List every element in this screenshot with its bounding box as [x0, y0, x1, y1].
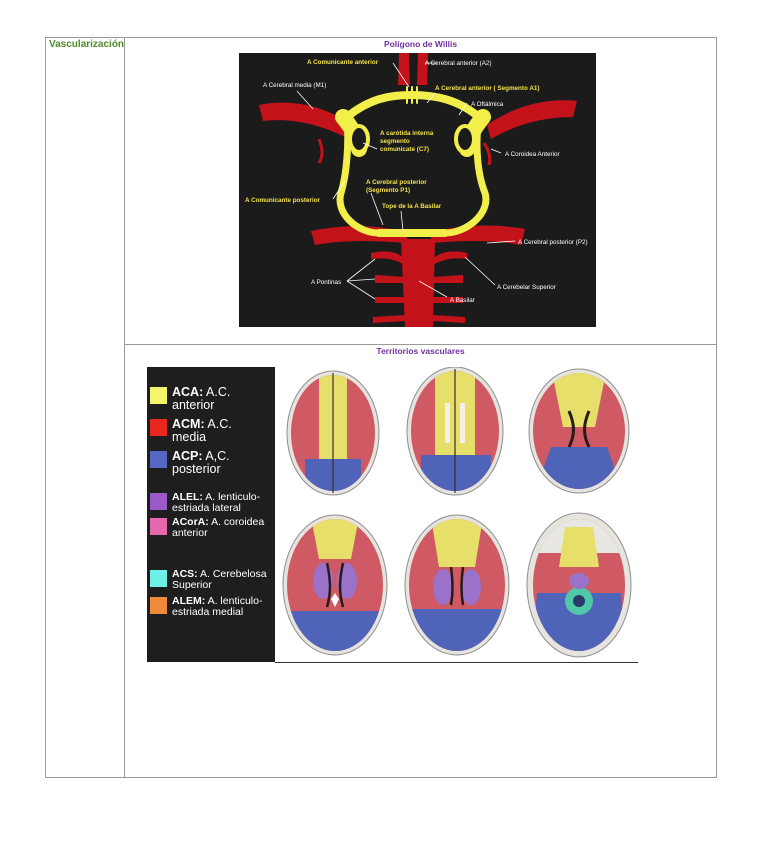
- willis-yellow-vessels: [335, 86, 491, 237]
- row-label: Vascularización: [49, 39, 125, 50]
- label-basilar: A Basilar: [450, 297, 475, 304]
- brain-slices-svg: [282, 366, 632, 658]
- legend-item-alel: ALEL: A. lenticulo-estriada lateral: [172, 491, 261, 514]
- label-coroidea-anterior: A Coroidea Anterior: [505, 151, 560, 158]
- territorios-legend: ACA: A.C.anterior ACM: A.C.media ACP: A,…: [147, 367, 275, 662]
- label-carotida-3: comunicate (C7): [380, 146, 429, 153]
- legend-swatch-acs: [150, 570, 167, 587]
- willis-svg: A Comunicante anterior A Cerebral anteri…: [245, 53, 588, 327]
- label-oftalmica: A Oftálmica: [471, 101, 504, 108]
- label-cerebral-posterior-2: (Segmento P1): [366, 187, 410, 194]
- label-cerebral-posterior-p2: A Cerebral posterior (P2): [518, 239, 588, 246]
- legend-item-alem: ALEM: A. lenticulo-estriada medial: [172, 595, 263, 618]
- label-cerebelar-superior: A Cerebelar Superior: [497, 284, 556, 291]
- willis-title: Polígono de Willis: [383, 39, 458, 49]
- carotid-left: [348, 124, 370, 154]
- legend-item-acm: ACM: A.C.media: [172, 417, 232, 444]
- legend-swatch-alem: [150, 597, 167, 614]
- legend-item-acp: ACP: A,C.posterior: [172, 449, 230, 476]
- label-cerebral-anterior-a2: A Cerebral anterior (A2): [425, 60, 492, 67]
- legend-swatch-acm: [150, 419, 167, 436]
- brain-slice-3: [528, 368, 630, 494]
- legend-swatch-acora: [150, 518, 167, 535]
- label-comunicante-posterior: A Comunicante posterior: [245, 197, 321, 204]
- legend-swatch-acp: [150, 451, 167, 468]
- label-cerebral-anterior-a1: A Cerebral anterior ( Segmento A1): [435, 85, 540, 92]
- table-column-divider: [124, 37, 125, 778]
- willis-pointers: [296, 62, 516, 300]
- brain-slice-2: [406, 366, 504, 496]
- label-comunicante-anterior: A Comunicante anterior: [307, 59, 379, 66]
- table-frame: [45, 37, 717, 778]
- label-cerebral-media: A Cerebral media (M1): [263, 82, 326, 89]
- carotid-right: [454, 124, 476, 154]
- willis-diagram: A Comunicante anterior A Cerebral anteri…: [239, 53, 596, 327]
- label-carotida-1: A carótida interna: [380, 130, 434, 137]
- brain-slice-1: [286, 370, 380, 496]
- label-pontinas: A Pontinas: [311, 279, 341, 286]
- label-cerebral-posterior-1: A Cerebral posterior: [366, 179, 427, 186]
- legend-item-aca: ACA: A.C.anterior: [172, 385, 231, 412]
- territorios-title: Territorios vasculares: [376, 346, 465, 356]
- label-tope-basilar: Tope de la A Basilar: [382, 203, 442, 210]
- brain-slice-4: [282, 514, 388, 656]
- table-row-divider: [124, 344, 717, 345]
- legend-swatch-alel: [150, 493, 167, 510]
- brain-slice-5: [404, 514, 510, 656]
- legend-swatch-aca: [150, 387, 167, 404]
- willis-arteries: [259, 53, 577, 327]
- brain-slice-6: [526, 512, 632, 658]
- label-carotida-2: segmento: [380, 138, 410, 145]
- brain-slices: [275, 366, 638, 663]
